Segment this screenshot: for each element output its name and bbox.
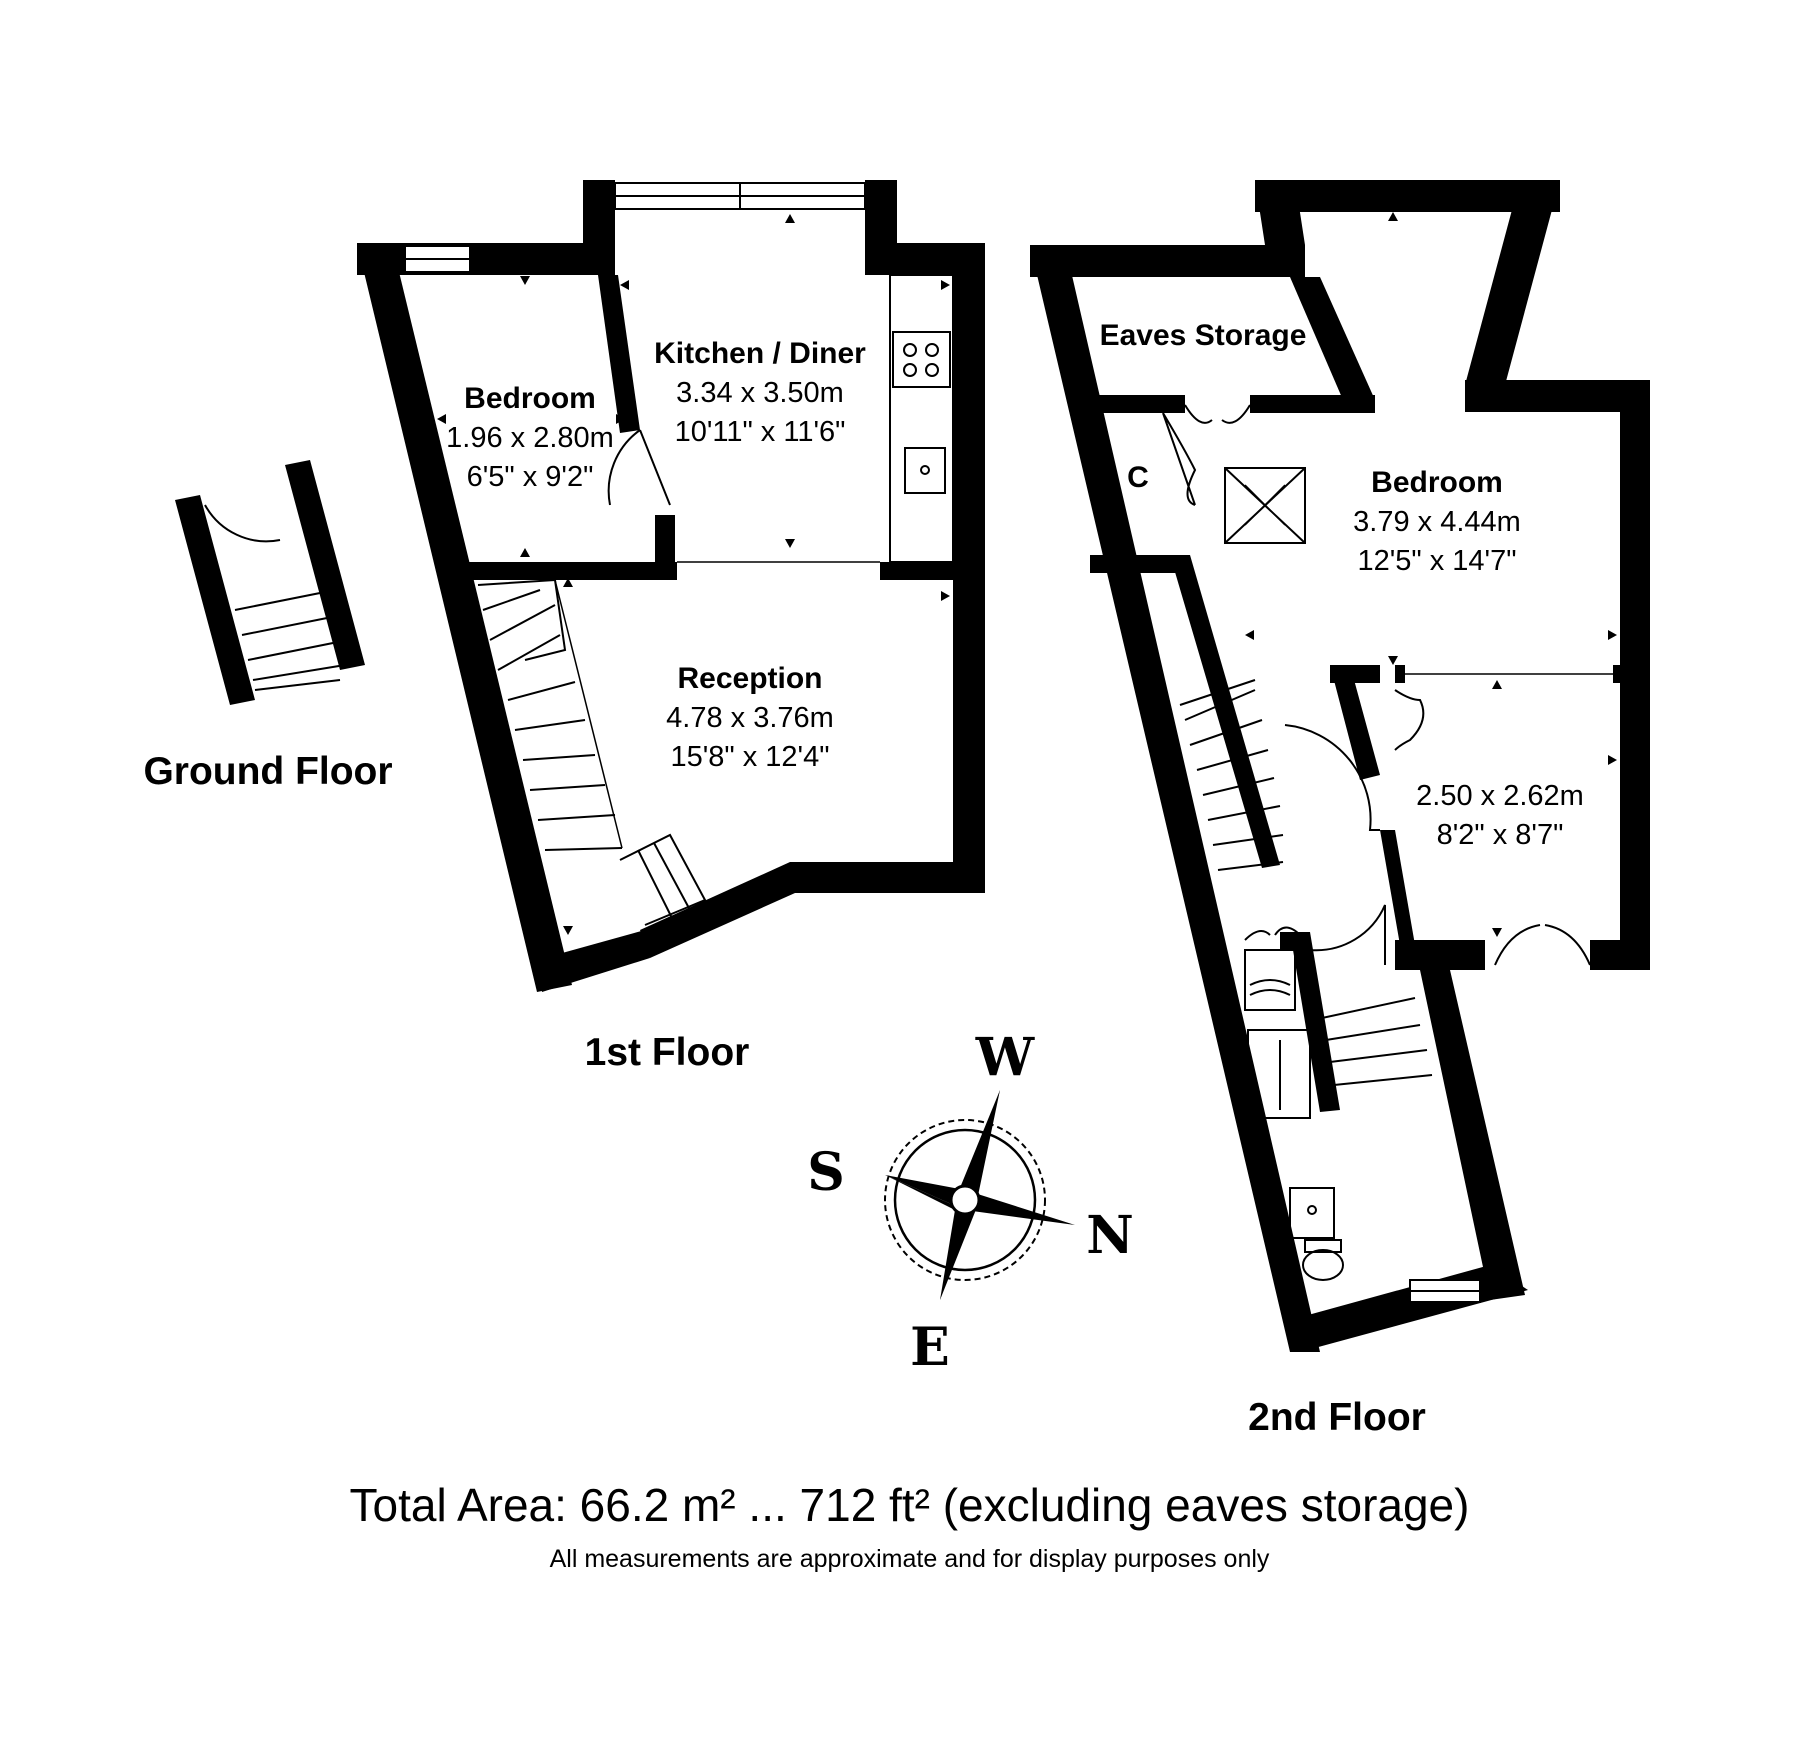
reception-metric: 4.78 x 3.76m — [666, 702, 834, 734]
kitchen-name: Kitchen / Diner — [654, 337, 866, 370]
second-floor-label: 2nd Floor — [1248, 1396, 1426, 1439]
disclaimer-text: All measurements are approximate and for… — [549, 1545, 1270, 1573]
first-bedroom-metric: 1.96 x 2.80m — [446, 422, 614, 454]
reception-imperial: 15'8" x 12'4" — [670, 741, 829, 773]
second-floor-plan — [1030, 180, 1650, 1352]
first-bedroom-name: Bedroom — [464, 382, 596, 415]
compass-e-label: E — [910, 1317, 950, 1378]
first-floor-label: 1st Floor — [585, 1031, 750, 1074]
compass-rose: W S N E — [807, 1027, 1134, 1378]
compass-w-label: W — [975, 1027, 1036, 1088]
small-room-imperial: 8'2" x 8'7" — [1437, 819, 1564, 851]
small-room-metric: 2.50 x 2.62m — [1416, 780, 1584, 812]
reception-name: Reception — [677, 662, 822, 695]
compass-s-label: S — [807, 1142, 845, 1203]
compass-n-label: N — [1086, 1205, 1134, 1266]
total-area-text: Total Area: 66.2 m² ... 712 ft² (excludi… — [349, 1479, 1470, 1531]
ground-floor-plan — [175, 460, 365, 705]
ground-floor-label: Ground Floor — [143, 750, 392, 793]
second-bedroom-name: Bedroom — [1371, 466, 1503, 499]
first-floor-plan — [357, 180, 985, 992]
second-bedroom-metric: 3.79 x 4.44m — [1353, 506, 1521, 538]
kitchen-imperial: 10'11" x 11'6" — [675, 416, 846, 448]
kitchen-metric: 3.34 x 3.50m — [676, 377, 844, 409]
first-bedroom-imperial: 6'5" x 9'2" — [467, 461, 594, 493]
eaves-storage-label: Eaves Storage — [1100, 319, 1307, 352]
second-bedroom-imperial: 12'5" x 14'7" — [1357, 545, 1516, 577]
cupboard-label: C — [1127, 461, 1149, 494]
